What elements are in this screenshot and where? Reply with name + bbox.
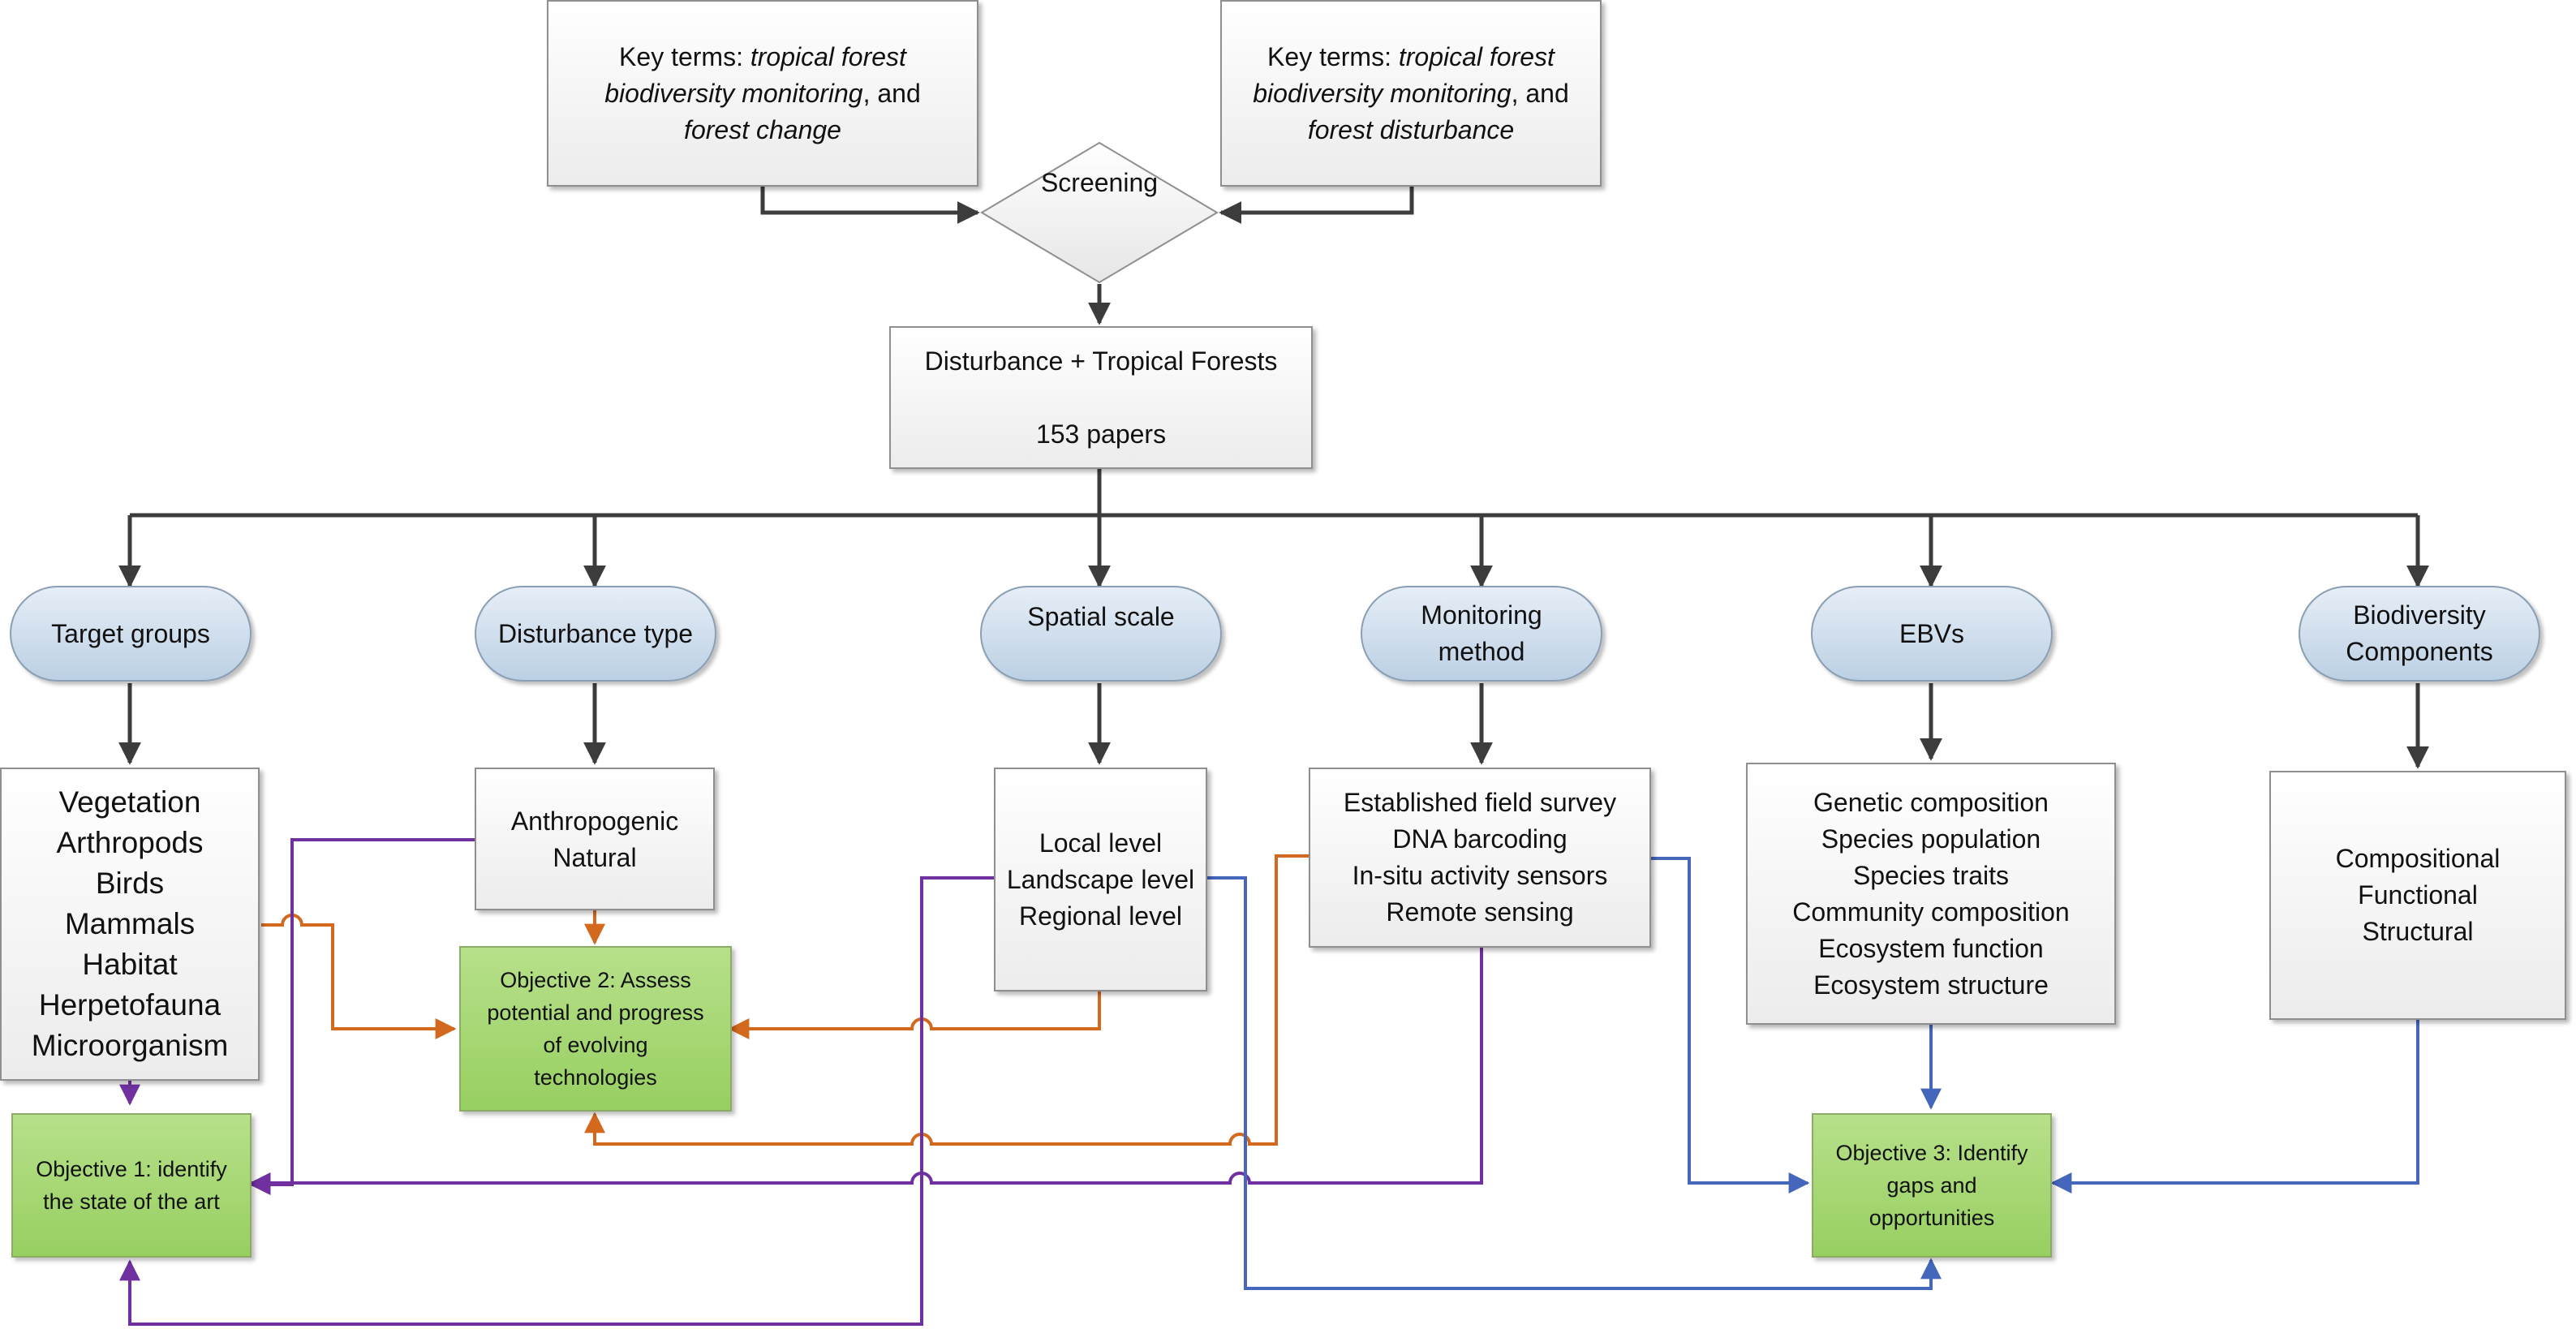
orange-target-groups-to-obj2 xyxy=(261,914,457,1039)
key-terms-right-prefix: Key terms: xyxy=(1267,41,1399,71)
category-spatial-scale: Spatial scale xyxy=(980,586,1222,682)
category-biodiversity-components: Biodiversity Components xyxy=(2299,586,2540,682)
target-group-item: Habitat xyxy=(82,948,178,981)
target-group-item: Mammals xyxy=(64,907,196,940)
arrow-left-terms-to-screening xyxy=(760,187,980,224)
monitoring-method-label-1: Monitoring xyxy=(1421,600,1542,630)
key-terms-left-tropical-forest: tropical forest xyxy=(750,41,906,71)
biodiversity-component-item: Functional xyxy=(2358,880,2478,910)
target-group-item: Vegetation xyxy=(58,785,201,819)
key-terms-right-tropical-forest: tropical forest xyxy=(1398,41,1555,71)
objective-1: Objective 1: identify the state of the a… xyxy=(11,1113,252,1258)
blue-connectors xyxy=(1207,857,2419,1290)
ebv-item: Genetic composition xyxy=(1813,787,2049,817)
central-count: 153 papers xyxy=(1035,419,1167,449)
key-terms-right-forest-disturbance: forest disturbance xyxy=(1307,114,1515,144)
spatial-scale-item: Regional level xyxy=(1018,901,1182,931)
objective-3-line: opportunities xyxy=(1869,1206,1995,1230)
blue-spatial-to-obj3 xyxy=(1207,876,1942,1290)
orange-monitoring-to-obj2 xyxy=(584,854,1309,1146)
category-ebvs: EBVs xyxy=(1811,586,2053,682)
objective-2-line: technologies xyxy=(534,1065,657,1090)
disturbance-type-item: Natural xyxy=(553,843,637,872)
spatial-scale-label: Spatial scale xyxy=(1027,602,1175,631)
category-monitoring-method: Monitoring method xyxy=(1361,586,1602,682)
biodiversity-components-label-2: Components xyxy=(2346,637,2493,666)
key-terms-left-and: , and xyxy=(862,78,921,108)
spatial-scale-item: Local level xyxy=(1039,828,1163,858)
objective-2: Objective 2: Assess potential and progre… xyxy=(459,946,732,1112)
objective-3-line: Objective 3: Identify xyxy=(1835,1141,2028,1165)
key-terms-right-box: Key terms: tropical forest biodiversity … xyxy=(1220,0,1602,187)
key-terms-left-biodiversity-monitoring: biodiversity monitoring xyxy=(604,78,863,108)
objective-3-line: gaps and xyxy=(1886,1173,1977,1198)
spatial-scale-item: Landscape level xyxy=(1006,864,1195,894)
ebv-item: Species traits xyxy=(1852,860,2010,890)
central-title: Disturbance + Tropical Forests xyxy=(924,346,1278,376)
detail-target-groups: Vegetation Arthropods Birds Mammals Habi… xyxy=(0,768,260,1081)
objective-3: Objective 3: Identify gaps and opportuni… xyxy=(1812,1113,2052,1258)
key-terms-left-box: Key terms: tropical forest biodiversity … xyxy=(547,0,978,187)
blue-components-to-obj3 xyxy=(2050,1020,2419,1194)
objective-1-line: the state of the art xyxy=(43,1189,220,1214)
screening-label: Screening xyxy=(1040,167,1159,197)
monitoring-method-item: Remote sensing xyxy=(1386,897,1574,927)
target-group-item: Arthropods xyxy=(56,826,204,859)
key-terms-right-and: , and xyxy=(1511,78,1569,108)
screening-diamond xyxy=(980,141,1219,284)
dark-connectors xyxy=(118,187,2429,769)
target-group-item: Birds xyxy=(95,867,165,900)
biodiversity-component-item: Compositional xyxy=(2335,844,2501,873)
detail-biodiversity-components: Compositional Functional Structural xyxy=(2269,771,2566,1020)
monitoring-method-item: In-situ activity sensors xyxy=(1352,861,1608,890)
category-target-groups: Target groups xyxy=(10,586,252,682)
key-terms-left-prefix: Key terms: xyxy=(619,41,750,71)
detail-disturbance-type: Anthropogenic Natural xyxy=(475,768,715,910)
ebv-item: Ecosystem function xyxy=(1818,933,2044,963)
ebv-item: Ecosystem structure xyxy=(1813,970,2049,1000)
biodiversity-components-label-1: Biodiversity xyxy=(2353,600,2486,630)
central-box: Disturbance + Tropical Forests 153 paper… xyxy=(889,326,1313,469)
ebv-item: Species population xyxy=(1821,824,2041,854)
disturbance-type-label: Disturbance type xyxy=(497,618,694,648)
arrow-right-terms-to-screening xyxy=(1219,187,1414,224)
blue-monitoring-to-obj3 xyxy=(1651,857,1810,1194)
objective-2-line: of evolving xyxy=(543,1033,648,1057)
purple-connectors xyxy=(119,838,1483,1326)
category-disturbance-type: Disturbance type xyxy=(475,586,716,682)
ebv-item: Community composition xyxy=(1792,897,2070,927)
target-group-item: Herpetofauna xyxy=(38,988,221,1021)
purple-spatial-to-obj1 xyxy=(119,876,994,1326)
purple-monitoring-to-obj1 xyxy=(249,948,1483,1194)
objective-2-line: potential and progress xyxy=(487,1000,704,1025)
disturbance-type-item: Anthropogenic xyxy=(510,806,679,836)
ebvs-label: EBVs xyxy=(1899,618,1965,648)
key-terms-left-forest-change: forest change xyxy=(684,114,841,144)
detail-ebvs: Genetic composition Species population S… xyxy=(1746,763,2116,1025)
target-groups-label: Target groups xyxy=(51,618,210,648)
target-group-item: Microorganism xyxy=(31,1029,229,1062)
purple-disturbance-to-obj1 xyxy=(249,838,475,1195)
objective-2-line: Objective 2: Assess xyxy=(500,968,691,992)
key-terms-right-biodiversity-monitoring: biodiversity monitoring xyxy=(1253,78,1512,108)
monitoring-method-item: Established field survey xyxy=(1343,788,1617,817)
monitoring-method-label-2: method xyxy=(1438,637,1525,666)
objective-1-line: Objective 1: identify xyxy=(36,1157,227,1181)
biodiversity-component-item: Structural xyxy=(2362,917,2474,946)
detail-spatial-scale: Local level Landscape level Regional lev… xyxy=(994,768,1207,991)
detail-monitoring-method: Established field survey DNA barcoding I… xyxy=(1309,768,1651,948)
monitoring-method-item: DNA barcoding xyxy=(1392,824,1568,854)
